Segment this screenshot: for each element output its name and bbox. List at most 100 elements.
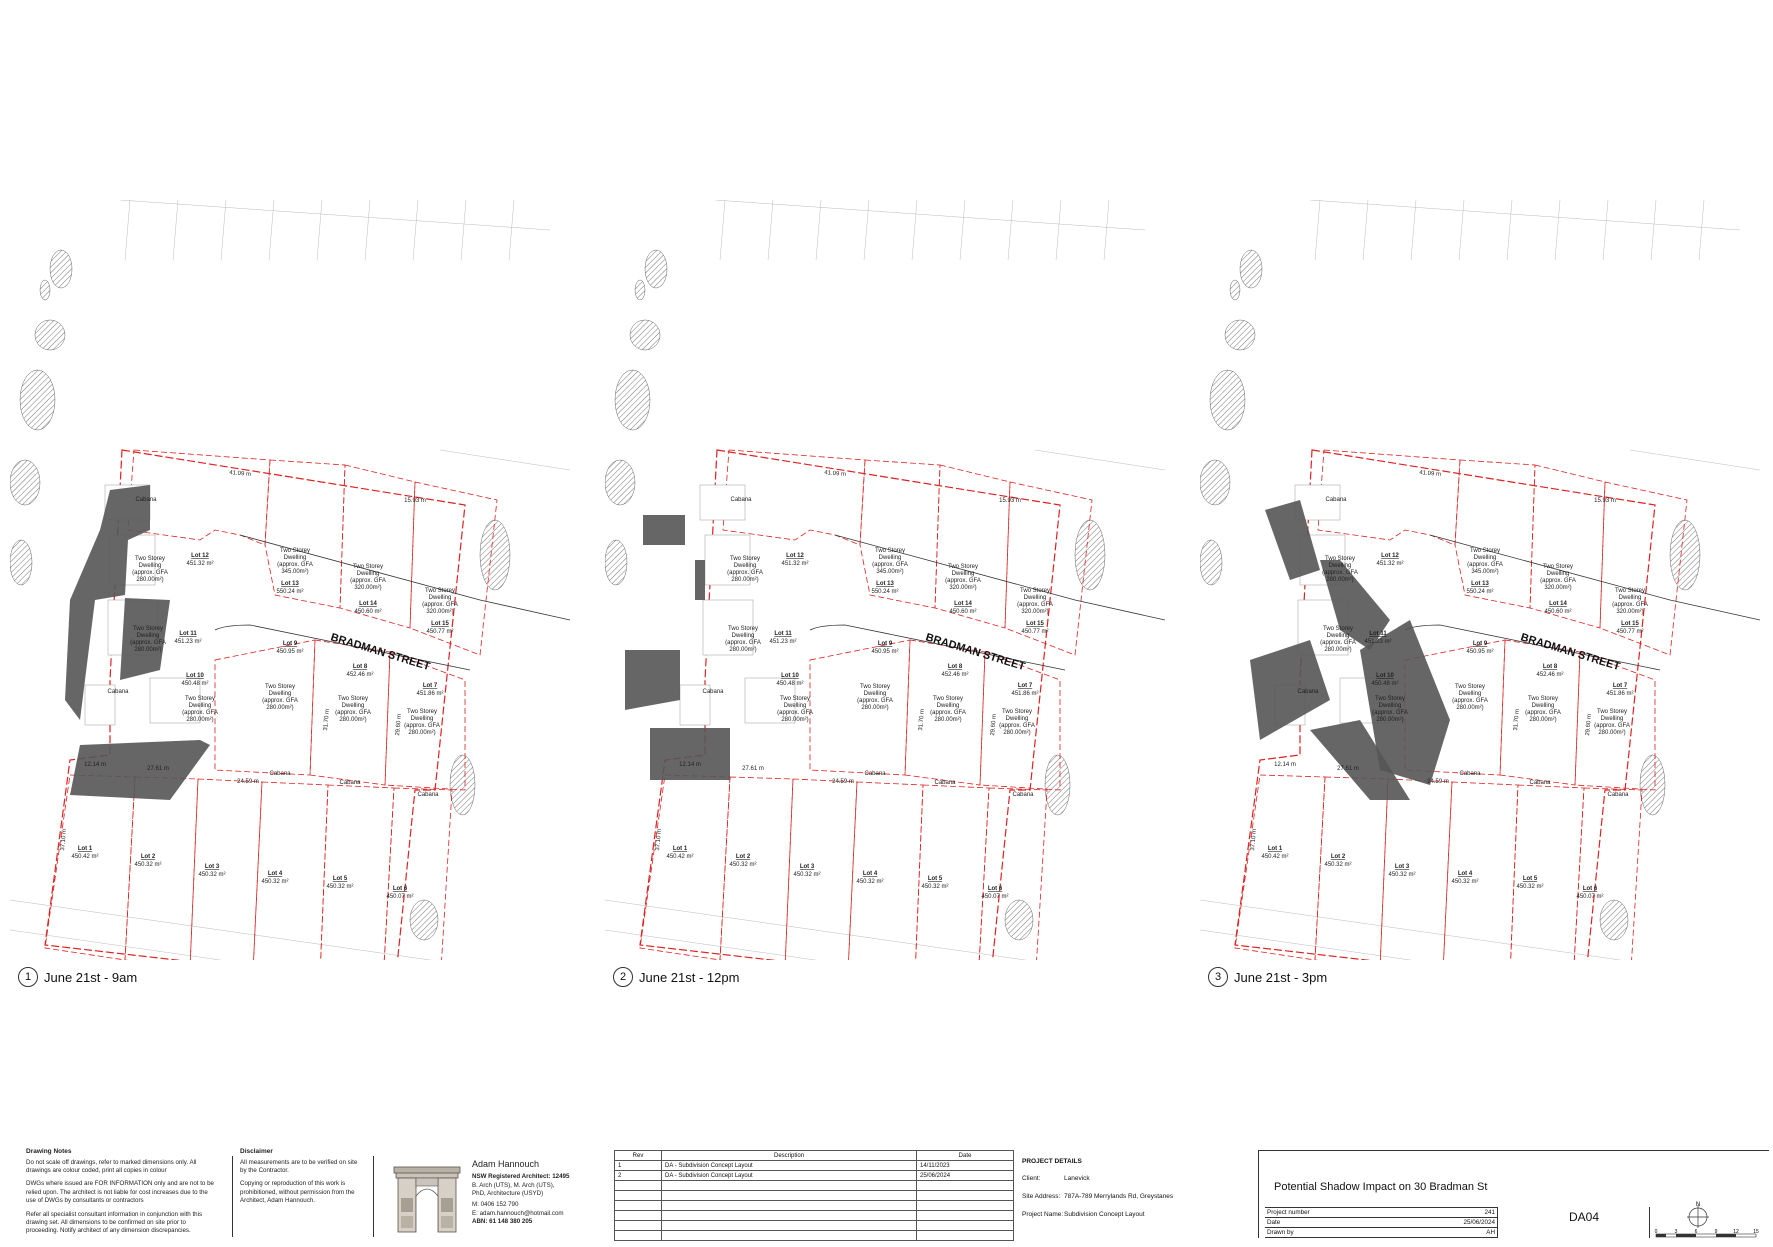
dwelling-gfa-value: 320.00m²) — [426, 609, 453, 615]
dwelling-label: Two Storey — [1543, 564, 1573, 570]
lot-name: Lot 10 — [186, 673, 204, 679]
lot-area: 450.77 m² — [1021, 629, 1048, 635]
lot-name: Lot 5 — [928, 876, 943, 882]
dwelling-gfa-label: (approx. GFA — [930, 710, 966, 716]
dwelling-label: Dwelling — [1601, 716, 1624, 722]
lot-boundary — [214, 639, 316, 776]
dwelling-gfa-value: 280.00m²) — [1529, 717, 1556, 723]
dwelling-label: Dwelling — [1619, 595, 1642, 601]
dimension-label: 24.59 m — [1427, 779, 1449, 785]
lot-area: 550.24 m² — [871, 589, 898, 595]
dimension-label: 15.93 m — [404, 498, 426, 504]
lot-boundary — [409, 481, 498, 656]
rev-number: 1 — [614, 1160, 662, 1171]
lot-boundaries — [44, 449, 498, 960]
dwelling-label: Two Storey — [948, 564, 978, 570]
neighbour-building — [39, 279, 51, 301]
lot-area: 450.48 m² — [1371, 681, 1398, 687]
lot-name: Lot 4 — [268, 871, 283, 877]
drawing-notes: Drawing Notes Do not scale off drawings,… — [26, 1148, 216, 1237]
north-label: N — [1696, 1202, 1700, 1208]
lot-area: 450.32 m² — [261, 879, 288, 885]
shadow — [643, 515, 685, 545]
neighbour-building — [1044, 754, 1071, 816]
lot-name: Lot 13 — [876, 581, 894, 587]
lot-area: 450.42 m² — [71, 854, 98, 860]
dwelling-gfa-value: 280.00m²) — [1376, 717, 1403, 723]
dwelling-gfa-value: 320.00m²) — [949, 585, 976, 591]
bradman-road-edge — [809, 624, 1066, 671]
lot-area: 450.48 m² — [776, 681, 803, 687]
neighbour-building — [34, 319, 66, 351]
revision-row-empty — [614, 1210, 1014, 1221]
neighbour-building — [1669, 519, 1701, 591]
lot-name: Lot 8 — [948, 664, 963, 670]
dwelling-label: Two Storey — [1455, 684, 1485, 690]
dwelling-label: Dwelling — [284, 555, 307, 561]
bradman-road-edge — [239, 534, 570, 621]
neighbour-building — [1239, 249, 1263, 289]
dwelling-gfa-label: (approx. GFA — [1322, 570, 1358, 576]
lot-area: 450.07 m² — [386, 894, 413, 900]
divider — [1497, 1207, 1498, 1238]
lot-name: Lot 10 — [1376, 673, 1394, 679]
dwelling-label: Dwelling — [937, 703, 960, 709]
building-footprint — [84, 684, 116, 726]
dwelling-gfa-label: (approx. GFA — [1540, 578, 1576, 584]
sheet-title: Potential Shadow Impact on 30 Bradman St — [1274, 1181, 1488, 1193]
dwelling-label: Dwelling — [732, 633, 755, 639]
neighbour-building — [1209, 369, 1246, 431]
architect-name: Adam Hannouch — [472, 1159, 540, 1169]
site-row: Site Address: 787A-789 Merrylands Rd, Gr… — [1022, 1193, 1252, 1200]
lot-boundary — [979, 651, 1061, 791]
dwelling-label: Dwelling — [864, 691, 887, 697]
lot-boundary — [1379, 778, 1453, 960]
dwelling-gfa-value: 345.00m²) — [1471, 569, 1498, 575]
dwelling-label: Dwelling — [342, 703, 365, 709]
lot-area: 452.46 m² — [941, 672, 968, 678]
building-footprint — [679, 684, 711, 726]
neighbour-building — [1200, 459, 1231, 506]
lot-boundary — [1574, 651, 1656, 791]
lot-area: 450.32 m² — [1451, 879, 1478, 885]
dwelling-label: Two Storey — [280, 548, 310, 554]
lot-area: 450.60 m² — [1544, 609, 1571, 615]
lot-area: 451.32 m² — [1376, 561, 1403, 567]
dwelling-label: Two Storey — [860, 684, 890, 690]
dwelling-gfa-label: (approx. GFA — [1467, 562, 1503, 568]
dwelling-gfa-value: 280.00m²) — [408, 730, 435, 736]
dwelling-label: Two Storey — [135, 556, 165, 562]
view-caption-2: 2 June 21st - 12pm — [613, 967, 739, 987]
revision-row: 2 DA - Subdivision Concept Layout 25/06/… — [614, 1170, 1014, 1181]
shadow — [650, 728, 730, 780]
cabana-label: Cabana — [135, 497, 157, 503]
drawn-by-value: AH — [1486, 1229, 1495, 1236]
dwelling-gfa-value: 280.00m²) — [1324, 647, 1351, 653]
lot-boundary — [978, 787, 1048, 960]
shadow — [625, 650, 680, 710]
shadow — [70, 740, 210, 800]
lot-boundary — [384, 651, 466, 791]
dwelling-label: Dwelling — [139, 563, 162, 569]
lot-name: Lot 1 — [78, 846, 93, 852]
neighbour-building — [1599, 899, 1629, 941]
lot-name: Lot 12 — [786, 553, 804, 559]
dwelling-gfa-value: 280.00m²) — [1456, 705, 1483, 711]
dwelling-label: Two Storey — [1002, 709, 1032, 715]
dwelling-gfa-label: (approx. GFA — [335, 710, 371, 716]
revision-row: 1 DA - Subdivision Concept Layout 14/11/… — [614, 1160, 1014, 1171]
view-number: 3 — [1208, 967, 1228, 987]
site-plan-drawing: BRADMAN STREETMERRYLANDS ROADLot 1450.42… — [10, 200, 570, 960]
lot-boundary — [809, 639, 911, 776]
dwelling-label: Dwelling — [1459, 691, 1482, 697]
bradman-road-edge — [834, 534, 1165, 621]
lot-boundary — [1599, 481, 1688, 656]
dwelling-gfa-label: (approx. GFA — [262, 698, 298, 704]
lot-name: Lot 9 — [878, 641, 893, 647]
scale-tick: 12 — [1733, 1229, 1739, 1235]
lot-area: 550.24 m² — [276, 589, 303, 595]
lot-boundary — [253, 781, 329, 960]
dwelling-gfa-value: 280.00m²) — [1598, 730, 1625, 736]
client-key: Client: — [1022, 1175, 1041, 1182]
rev-date: 14/11/2023 — [916, 1160, 1014, 1171]
